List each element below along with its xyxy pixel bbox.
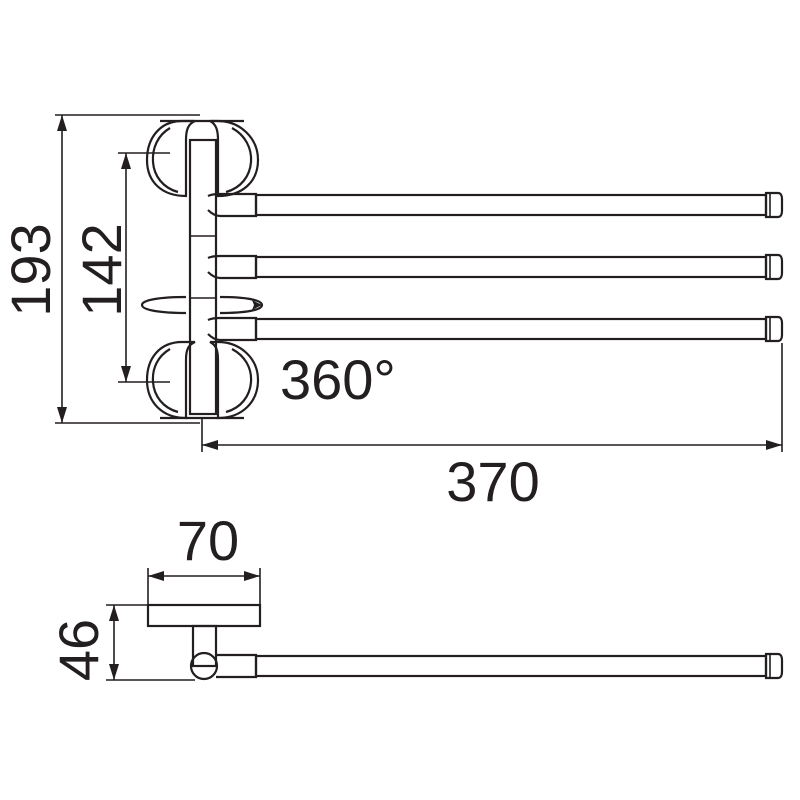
pivot-knuckle bbox=[189, 651, 219, 681]
dimension-length bbox=[201, 343, 783, 452]
rotation-indicator bbox=[140, 295, 264, 315]
dimension-label-46: 46 bbox=[47, 619, 110, 681]
stem bbox=[191, 624, 218, 668]
bottom-wall-bracket bbox=[145, 340, 260, 420]
side-arm bbox=[254, 654, 768, 678]
swivel-arm-1 bbox=[207, 191, 784, 219]
base-plate bbox=[146, 603, 262, 628]
dimension-projection bbox=[106, 604, 195, 681]
side-view: 70 46 bbox=[47, 509, 784, 681]
central-column bbox=[188, 138, 218, 416]
swivel-arm-2 bbox=[207, 253, 784, 281]
dimension-height-total bbox=[55, 114, 200, 424]
swivel-arm-3 bbox=[207, 315, 784, 343]
dimension-label-193: 193 bbox=[0, 223, 62, 316]
dimension-label-142: 142 bbox=[70, 223, 133, 316]
rotation-label: 360° bbox=[280, 348, 396, 411]
top-wall-bracket bbox=[145, 119, 260, 198]
front-view: 360° 193 142 370 bbox=[0, 114, 784, 513]
dimension-base-width bbox=[147, 568, 261, 605]
dimension-label-370: 370 bbox=[446, 450, 539, 513]
dimension-height-mount bbox=[118, 152, 170, 383]
dimension-label-70: 70 bbox=[177, 509, 239, 572]
